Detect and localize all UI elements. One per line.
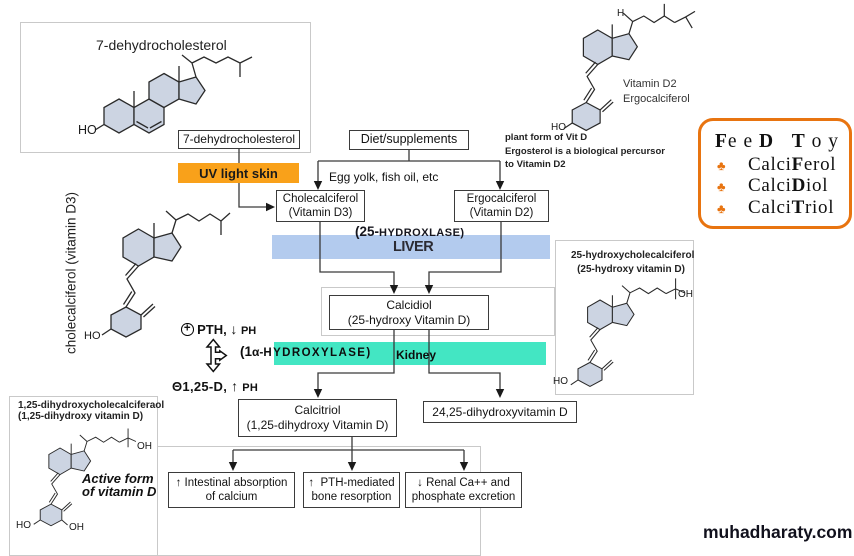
svg-text:HO: HO — [551, 122, 566, 133]
svg-text:OH: OH — [678, 289, 693, 300]
svg-text:HO: HO — [84, 330, 101, 342]
svg-text:HO: HO — [16, 520, 31, 531]
svg-text:HO: HO — [553, 376, 568, 387]
svg-text:H: H — [617, 8, 624, 19]
svg-text:HO: HO — [78, 123, 97, 137]
svg-text:OH: OH — [137, 441, 152, 452]
svg-text:OH: OH — [69, 522, 84, 533]
